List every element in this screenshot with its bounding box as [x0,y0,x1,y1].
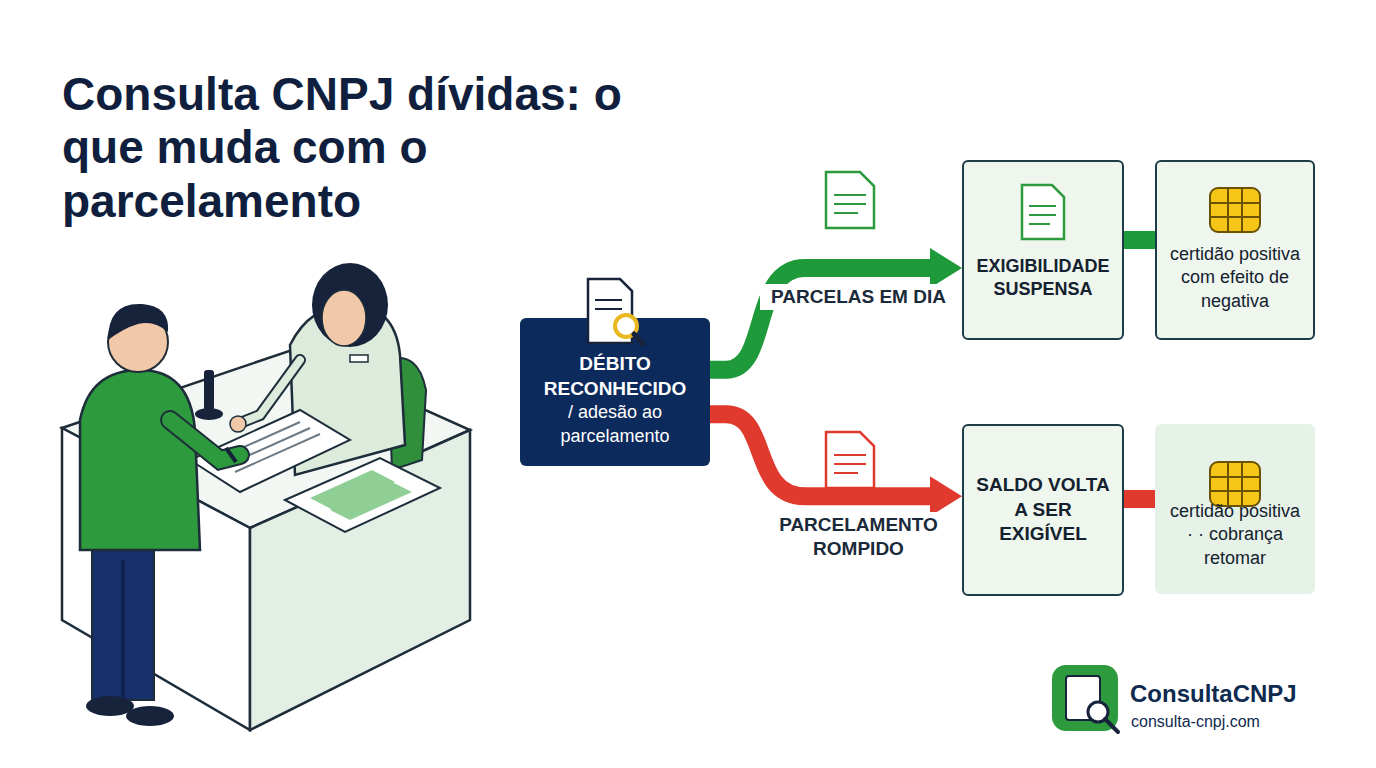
customer-body [80,370,200,550]
document-icon [826,172,874,228]
logo-url: consulta-cnpj.com [1131,713,1260,731]
node-text: certidão positiva com efeito de negativa [1167,243,1303,313]
flow-arrow [1124,499,1155,500]
stamp [204,370,214,410]
start-box: DÉBITO RECONHECIDO/ adesão ao parcelamen… [520,318,710,466]
edge-label: PARCELAMENTO ROMPIDO [760,512,958,562]
logo-mark [1052,665,1118,731]
flow-arrow [710,414,962,516]
customer-legs [92,540,154,700]
status-box: certidão positiva com efeito de negativa [1155,160,1315,340]
clerk-hand [230,416,246,432]
node-text: SALDO VOLTA A SER EXIGÍVEL [974,473,1112,547]
node-text: / adesão ao parcelamento [530,401,700,448]
clerk-hair [312,263,388,347]
document [285,458,440,532]
flow-arrow [710,248,962,370]
node-text: certidão positiva · · cobrança retomar [1165,500,1305,570]
title: Consulta CNPJ dívidas: o que muda com o … [62,68,662,228]
status-box: certidão positiva · · cobrança retomar [1155,424,1315,594]
status-box: EXIGIBILIDADE SUSPENSA [962,160,1124,340]
node-text: DÉBITO RECONHECIDO [530,352,700,401]
clerk-face [322,290,366,346]
desk-side [250,430,470,730]
node-icon [584,276,646,352]
node-icon [1018,182,1068,246]
status-box: SALDO VOLTA A SER EXIGÍVEL [962,424,1124,596]
pen [226,448,236,462]
node-text: EXIGIBILIDADE SUSPENSA [974,255,1112,302]
logo-name: ConsultaCNPJ [1130,680,1297,708]
edge-label: PARCELAS EM DIA [760,284,958,310]
badge [350,355,368,362]
node-icon [1208,186,1262,238]
document-icon [826,432,874,488]
flow-arrow [1124,240,1155,241]
